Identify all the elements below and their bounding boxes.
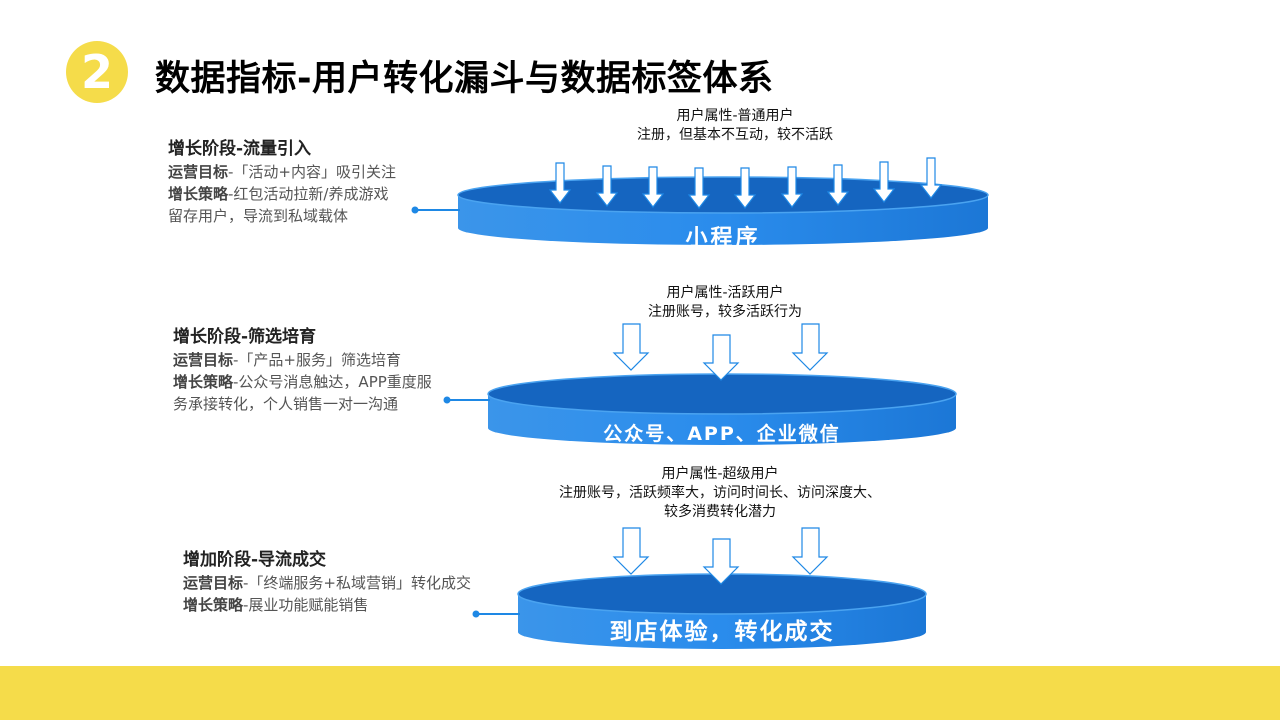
attr-title-1: 用户属性-普通用户 xyxy=(676,108,794,124)
stage-block-1: 增长阶段-流量引入 运营目标-「活动+内容」吸引关注 增长策略-红包活动拉新/养… xyxy=(168,137,396,227)
stage-strategy-2: 增长策略-公众号消息触达，APP重度服 xyxy=(173,371,432,393)
user-attribute-1: 用户属性-普通用户 注册，但基本不互动，较不活跃 xyxy=(585,107,885,145)
section-number: 2 xyxy=(80,45,113,99)
stage-block-2: 增长阶段-筛选培育 运营目标-「产品+服务」筛选培育 增长策略-公众号消息触达，… xyxy=(173,325,432,415)
attr-title-3: 用户属性-超级用户 xyxy=(661,466,779,482)
stage-strategy-2-cont: 务承接转化，个人销售一对一沟通 xyxy=(173,395,399,413)
strategy-text-2: -公众号消息触达，APP重度服 xyxy=(233,373,432,391)
strategy-text-1: -红包活动拉新/养成游戏 xyxy=(228,185,389,203)
disc-label-1: 小程序 xyxy=(685,226,761,251)
footer-band xyxy=(0,666,1280,720)
stage-goal-3: 运营目标-「终端服务+私域营销」转化成交 xyxy=(183,572,471,594)
goal-key-1: 运营目标 xyxy=(168,163,229,181)
goal-text-1: -「活动+内容」吸引关注 xyxy=(228,163,396,181)
goal-text-3: -「终端服务+私域营销」转化成交 xyxy=(243,574,471,592)
connector-line-3 xyxy=(472,610,520,618)
strategy-text-3: -展业功能赋能销售 xyxy=(243,596,369,614)
strategy-key-1: 增长策略 xyxy=(168,185,229,203)
stage-title-1: 增长阶段-流量引入 xyxy=(168,139,312,159)
stage-strategy-1-cont: 留存用户，导流到私域载体 xyxy=(168,207,349,225)
funnel-disc-3 xyxy=(517,573,927,649)
stage-goal-2: 运营目标-「产品+服务」筛选培育 xyxy=(173,349,432,371)
stage-block-3: 增加阶段-导流成交 运营目标-「终端服务+私域营销」转化成交 增长策略-展业功能… xyxy=(183,548,471,616)
stage-goal-1: 运营目标-「活动+内容」吸引关注 xyxy=(168,161,396,183)
disc-label-2: 公众号、APP、企业微信 xyxy=(603,423,841,445)
user-attribute-2: 用户属性-活跃用户 注册账号，较多活跃行为 xyxy=(575,284,875,322)
goal-text-2: -「产品+服务」筛选培育 xyxy=(233,351,401,369)
stage-title-3: 增加阶段-导流成交 xyxy=(183,550,327,570)
funnel-disc-2 xyxy=(487,373,957,445)
funnel-disc-1 xyxy=(457,176,989,245)
attr-desc-3: 注册账号，活跃频率大，访问时间长、访问深度大、 xyxy=(559,485,881,501)
stage-title-2: 增长阶段-筛选培育 xyxy=(173,327,317,347)
attr-title-2: 用户属性-活跃用户 xyxy=(666,285,784,301)
traffic-arrows-row-2 xyxy=(612,323,829,381)
goal-key-3: 运营目标 xyxy=(183,574,244,592)
attr-desc-3b: 较多消费转化潜力 xyxy=(664,504,776,520)
traffic-arrows-row-3 xyxy=(612,527,829,585)
section-number-badge: 2 xyxy=(66,41,128,103)
disc-label-3: 到店体验，转化成交 xyxy=(609,619,835,645)
connector-line-2 xyxy=(443,396,490,404)
connector-line-1 xyxy=(411,206,460,214)
stage-strategy-3: 增长策略-展业功能赋能销售 xyxy=(183,594,471,616)
strategy-key-2: 增长策略 xyxy=(173,373,234,391)
attr-desc-1: 注册，但基本不互动，较不活跃 xyxy=(637,127,833,143)
goal-key-2: 运营目标 xyxy=(173,351,234,369)
user-attribute-3: 用户属性-超级用户 注册账号，活跃频率大，访问时间长、访问深度大、 较多消费转化… xyxy=(520,465,920,522)
attr-desc-2: 注册账号，较多活跃行为 xyxy=(648,304,802,320)
stage-strategy-1: 增长策略-红包活动拉新/养成游戏 xyxy=(168,183,396,205)
page-title: 数据指标-用户转化漏斗与数据标签体系 xyxy=(155,59,774,99)
traffic-arrows-row-1 xyxy=(548,157,943,209)
strategy-key-3: 增长策略 xyxy=(183,596,244,614)
